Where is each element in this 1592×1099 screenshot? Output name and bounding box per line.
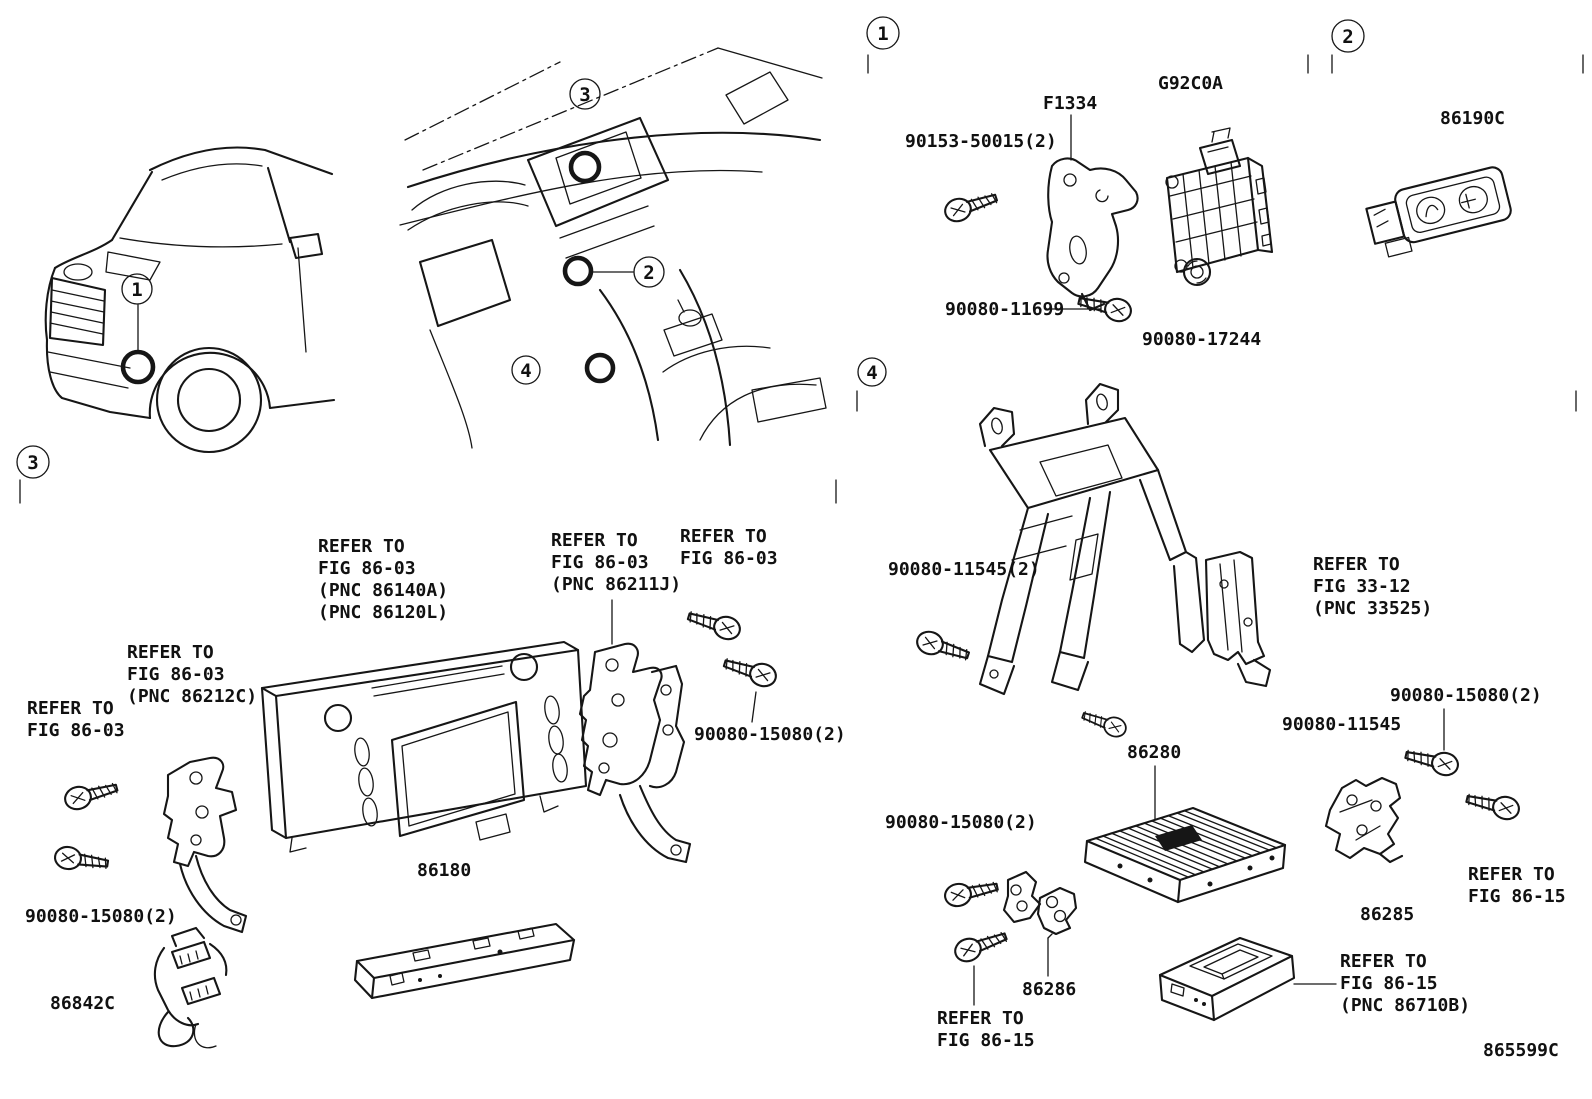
section-4-header: 4: [856, 357, 1577, 412]
section-1-header: 1: [866, 16, 1309, 74]
screw-90080-11545-icon: [1078, 705, 1130, 741]
screw-90080-15080-right1-icon: [1402, 743, 1462, 779]
label-86842c: 86842C: [50, 993, 116, 1014]
amp-bracket-drawing: [978, 382, 1206, 696]
screw-90080-15080-left-icon: [52, 844, 111, 876]
label-90080-15080-s3-right: 90080-15080(2): [694, 724, 846, 745]
dashboard-view: 3 2 4: [399, 47, 827, 449]
section-3-drawing: [52, 570, 780, 1049]
section-2-header: 2: [1331, 19, 1584, 74]
bracket-86211j-drawing: [578, 642, 692, 864]
bracket-86212c-drawing: [162, 756, 248, 934]
bracket-86286-drawing: [1002, 870, 1078, 939]
screw-90080-15080-right-icon: [720, 651, 780, 691]
label-90080-17244: 90080-17244: [1142, 329, 1262, 350]
label-refer-fig86-03-topright: REFER TO FIG 86-03: [680, 526, 778, 569]
section-2-number: 2: [1342, 26, 1353, 48]
nut-90080-17244-icon: [1182, 257, 1212, 287]
label-86286: 86286: [1022, 979, 1077, 1000]
label-90080-11699: 90080-11699: [945, 299, 1065, 320]
callout-3-number: 3: [579, 84, 590, 106]
screw-fig8603-right-icon: [684, 604, 744, 644]
label-refer-fig86-15-pnc86710b: REFER TO FIG 86-15 (PNC 86710B): [1340, 951, 1471, 1016]
section-2-drawing: [1365, 130, 1512, 258]
car-front-view: 1: [44, 146, 336, 454]
label-86280: 86280: [1127, 742, 1182, 763]
screw-90080-15080-left-icon: [941, 874, 1001, 910]
bracket-33525-drawing: [1204, 550, 1272, 688]
label-refer-fig86-15-right: REFER TO FIG 86-15: [1468, 864, 1566, 907]
label-g92c0a: G92C0A: [1158, 73, 1224, 94]
bracket-f1334-drawing: [1046, 157, 1139, 312]
radio-unit-drawing: [260, 640, 588, 853]
label-refer-fig86-03-86212c: REFER TO FIG 86-03 (PNC 86212C): [127, 642, 258, 707]
callout-target-2: [562, 255, 594, 287]
label-86180: 86180: [417, 860, 472, 881]
label-90080-15080-s3-left: 90080-15080(2): [25, 906, 177, 927]
label-86190c: 86190C: [1440, 108, 1506, 129]
section-4-number: 4: [866, 362, 877, 384]
tuner-g92c0a-drawing: [1165, 127, 1274, 274]
figure-code: 865599C: [1483, 1040, 1559, 1061]
screw-fig8615-icon: [950, 924, 1011, 966]
callout-target-4: [584, 352, 616, 384]
callout-target-3: [568, 150, 602, 184]
callout-2-number: 2: [643, 262, 654, 284]
label-86285: 86285: [1360, 904, 1415, 925]
receiver-86180-drawing: [353, 922, 576, 1000]
section-4-drawing: [868, 382, 1523, 1022]
label-90080-15080-right: 90080-15080(2): [1390, 685, 1542, 706]
wire-86842c-drawing: [153, 926, 228, 1049]
screw-90080-11545x2-icon: [913, 627, 973, 667]
box-86710b-drawing: [1158, 936, 1296, 1022]
callout-4-number: 4: [520, 360, 531, 382]
label-refer-fig86-03-86211j: REFER TO FIG 86-03 (PNC 86211J): [551, 530, 682, 595]
label-90080-11545x2: 90080-11545(2): [888, 559, 1040, 580]
callout-target-1: [120, 349, 156, 385]
label-refer-fig33-12: REFER TO FIG 33-12 (PNC 33525): [1313, 554, 1433, 619]
section-1-drawing: [941, 96, 1274, 325]
screw-fig8603-left-icon: [61, 775, 121, 814]
label-90080-11545: 90080-11545: [1282, 714, 1402, 735]
section-3-number: 3: [27, 452, 38, 474]
amplifier-86280-drawing: [1083, 806, 1287, 904]
bracket-86285-drawing: [1324, 776, 1404, 864]
label-refer-fig86-15-left: REFER TO FIG 86-15: [937, 1008, 1035, 1051]
label-f1334: F1334: [1043, 93, 1098, 114]
callout-1-number: 1: [131, 279, 142, 301]
section-3-header: 3: [16, 445, 837, 504]
screw-90080-15080-right2-icon: [1463, 787, 1523, 823]
label-90080-15080-left: 90080-15080(2): [885, 812, 1037, 833]
section-1-number: 1: [877, 23, 888, 45]
screw-90153-50015-icon: [941, 186, 1001, 226]
switch-86190c-drawing: [1365, 166, 1512, 258]
label-refer-fig86-03-head: REFER TO FIG 86-03 (PNC 86140A) (PNC 861…: [318, 536, 449, 623]
label-90153-50015: 90153-50015(2): [905, 131, 1057, 152]
label-refer-fig86-03-left: REFER TO FIG 86-03: [27, 698, 125, 741]
